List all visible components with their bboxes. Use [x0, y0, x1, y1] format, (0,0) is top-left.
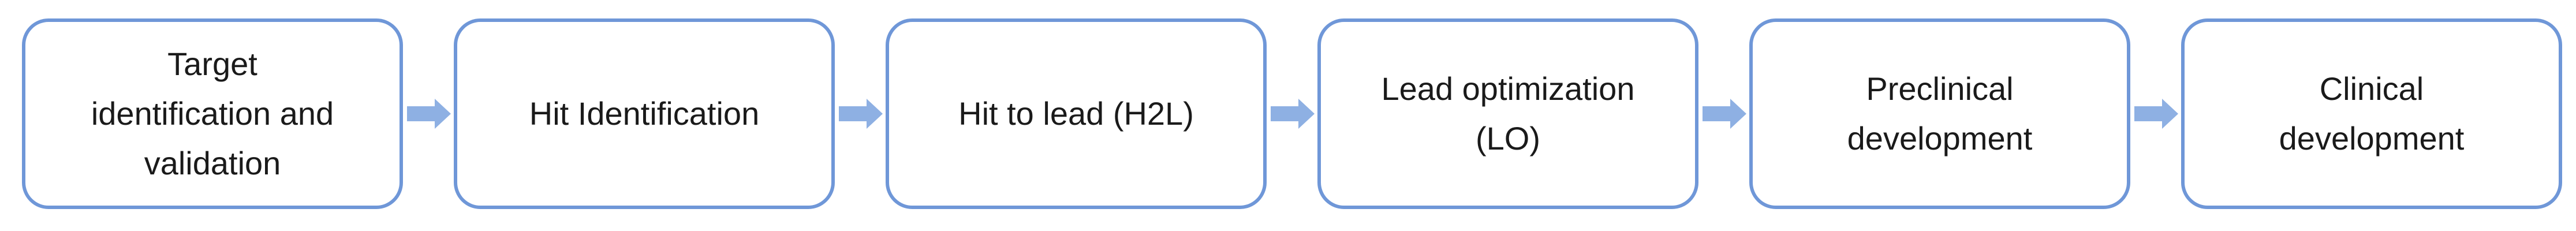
step-box-clinical-development: Clinical development [2181, 18, 2562, 209]
step-box-preclinical-development: Preclinical development [1749, 18, 2130, 209]
step-label: Lead optimization (LO) [1381, 70, 1635, 157]
step-label: Hit to lead (H2L) [958, 95, 1194, 132]
step-label: Clinical development [2279, 70, 2465, 157]
right-arrow-icon [1703, 99, 1746, 129]
step-label: Hit Identification [529, 95, 760, 132]
right-arrow-icon [1271, 99, 1315, 129]
right-arrow-icon [2134, 99, 2178, 129]
step-box-lead-optimization: Lead optimization (LO) [1317, 18, 1698, 209]
step-label: Target identification and validation [91, 46, 334, 181]
right-arrow-icon [407, 99, 451, 129]
step-label: Preclinical development [1847, 70, 2033, 157]
step-box-hit-identification: Hit Identification [454, 18, 835, 209]
step-box-target-identification: Target identification and validation [22, 18, 403, 209]
step-box-hit-to-lead: Hit to lead (H2L) [886, 18, 1267, 209]
right-arrow-icon [839, 99, 883, 129]
